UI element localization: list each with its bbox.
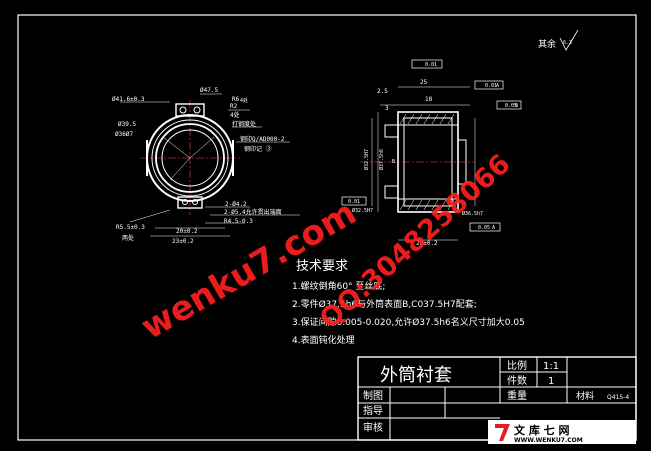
boss-right [457, 139, 467, 185]
dim-d36: Ø36Ø7 [115, 131, 133, 138]
tech-item-2: 2.零件Ø37.5h6与外筒表面B,C037.5H7配套; [292, 298, 477, 310]
dim-4x-b: 4处 [230, 111, 240, 119]
datum-a-2: A [492, 225, 495, 231]
lug-hole-2 [193, 106, 201, 114]
dim-two-places: 两处 [122, 234, 134, 242]
dim-3: 3 [385, 105, 389, 112]
hatch-bottom [399, 199, 455, 211]
dim-d36: Ø36.5h7 [462, 210, 483, 217]
dim-4x-a: 4处 [240, 97, 248, 104]
right-view [341, 59, 522, 241]
dim-bore-32: Ø32.5H7 [363, 149, 370, 170]
tol-frame-right-2 [496, 100, 522, 110]
weight-label: 重量 [507, 389, 527, 402]
approved-label: 审核 [363, 421, 383, 434]
tech-requirements: 技术要求 1.螺纹倒角60° 至丝底; 2.零件Ø37.5h6与外筒表面B,C0… [292, 259, 525, 346]
material-value: Q415-4 [607, 394, 629, 401]
tol-frame-right-1 [474, 80, 504, 90]
checked-label: 指导 [363, 404, 383, 417]
bottom-lug [177, 196, 203, 209]
drawn-label: 制图 [363, 389, 383, 402]
logo-cn: 文 库 七 网 [514, 423, 570, 437]
tol-1: 0.01 [425, 62, 437, 68]
dim-od-37: Ø37.5h6 [378, 149, 385, 170]
ring-2 [151, 119, 229, 197]
datum-b-2: B [392, 159, 395, 165]
tech-heading: 技术要求 [296, 259, 348, 274]
scale-label: 比例 [507, 359, 527, 372]
ring-3 [155, 123, 225, 193]
datum-b-1: B [515, 103, 518, 109]
dim-r2: R2 [230, 103, 238, 110]
left-view [120, 93, 300, 237]
dim-r6: R6 [232, 96, 240, 103]
dim-d47: Ø47.5 [200, 87, 218, 94]
logo-url: WWW.WENKU7.COM [514, 437, 583, 444]
count-label: 件数 [507, 374, 527, 387]
dim-width-23: 23±0.2 [172, 238, 194, 245]
radial-line-2 [162, 136, 191, 159]
dim-r55: R5.5±0.3 [116, 224, 145, 231]
roughness-value: 6.3 [563, 40, 572, 46]
dim-hole-1: 2-Ø4.2 [225, 201, 247, 208]
dim-r45: R4.5-0.3 [224, 218, 253, 225]
dim-stamp: 钢印Q/AD000-2 [240, 135, 285, 143]
tech-item-1: 1.螺纹倒角60° 至丝底; [292, 280, 385, 292]
roughness-label: 其余 [538, 38, 556, 50]
tol-2: 0.01 [485, 83, 497, 89]
title-block-text: 外筒衬套 比例 1:1 件数 1 重量 材料 Q415-4 制图 指导 审核 [363, 359, 629, 434]
tech-item-4: 4.表面钝化处理 [292, 334, 355, 346]
dim-bore-32b: Ø32.5H7 [352, 207, 373, 214]
tol-frame-bottom [469, 222, 501, 232]
datum-a-1: A [496, 83, 499, 89]
dim-gauge: 打钢度处 [232, 120, 256, 128]
right-view-dims: 25 2.5 18 0.01 0.01 A 3 0.05 B Ø32.5H7 Ø… [348, 62, 518, 247]
dim-stamp-mark: 钢印记 ③ [244, 145, 272, 153]
boss-left-bottom [384, 185, 399, 199]
roughness-symbol-icon [559, 29, 579, 51]
top-lug [175, 103, 205, 117]
lug-hole-1 [179, 106, 187, 114]
tol-frame-top [411, 59, 443, 69]
hatch-top [399, 113, 455, 125]
roughness-note: 其余 6.3 [538, 29, 579, 51]
scale-value: 1:1 [543, 361, 559, 372]
title-block [357, 356, 637, 441]
part-name: 外筒衬套 [380, 365, 452, 386]
section-bore [403, 117, 453, 207]
dim-od: Ø41.6±0.3 [112, 96, 145, 103]
tol-4: 0.01 [348, 199, 360, 205]
dim-width-20: 20±0.2 [176, 228, 198, 235]
tech-item-3: 3.保证间隙0.005-0.020,允许Ø37.5h6名义尺寸加大0.05 [292, 316, 525, 328]
radial-line-1 [189, 136, 215, 159]
inner-bore [161, 129, 219, 187]
lug-hole-4 [192, 199, 198, 205]
dim-18: 18 [425, 96, 433, 103]
dim-2-5: 2.5 [377, 88, 388, 95]
dim-d39: Ø39.5 [118, 121, 136, 128]
logo-seven-icon [495, 424, 510, 441]
tol-3: 0.05 [505, 103, 517, 109]
tol-frame-left [341, 196, 367, 206]
tol-5: 0.05 [478, 225, 490, 231]
dim-28: 28±0.2 [416, 240, 438, 247]
site-logo: 文 库 七 网 WWW.WENKU7.COM [488, 420, 636, 444]
drawing-border [17, 14, 637, 441]
dim-leader-r5 [129, 209, 171, 223]
dim-hole-2: 2-Ø5.4允许贯出端面 [224, 208, 282, 216]
left-view-dims: Ø41.6±0.3 Ø47.5 R6 R2 4处 4处 打钢度处 Ø39.5 Ø… [112, 87, 285, 245]
material-label: 材料 [576, 390, 594, 402]
lug-hole-3 [182, 199, 188, 205]
boss-left-top [384, 124, 399, 138]
radial-line-3 [169, 157, 191, 181]
count-value: 1 [548, 376, 554, 387]
logo-bg [488, 420, 636, 444]
dim-25: 25 [420, 79, 428, 86]
